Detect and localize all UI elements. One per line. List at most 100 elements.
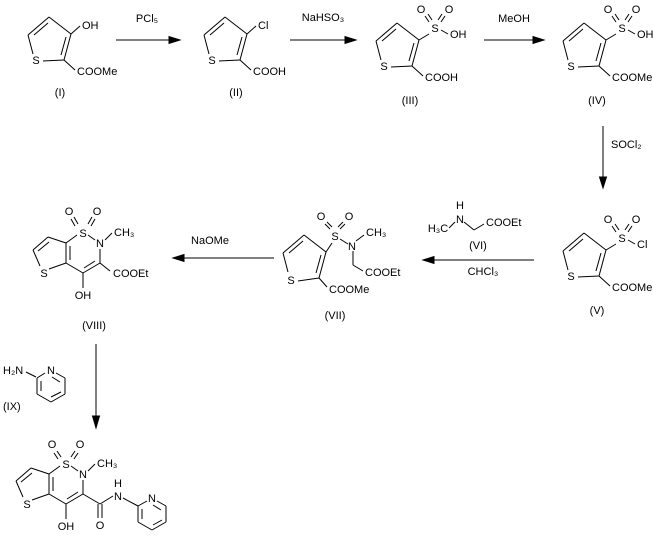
- ethyl-ester-label: COOEt: [365, 267, 400, 279]
- hydroxyl-label: OH: [58, 521, 75, 533]
- ethyl-ester-label: COOEt: [113, 268, 148, 280]
- sulfur-label: S: [380, 61, 387, 73]
- sulfonyl-sulfur-label: S: [79, 228, 86, 240]
- compound-v-label: (V): [590, 305, 605, 317]
- oxygen-label: O: [445, 4, 454, 16]
- compound-ii-structure: Cl S COOH (II): [203, 16, 286, 99]
- bonds: [282, 221, 365, 288]
- sulfonyl-sulfur-label: S: [62, 459, 69, 471]
- oxygen-label: O: [48, 439, 57, 451]
- bonds: [562, 13, 636, 77]
- reagent-step4: SOCl₂: [611, 139, 642, 151]
- compound-viii-label: (VIII): [82, 320, 106, 332]
- sulfur-label: S: [567, 61, 574, 73]
- bonds: [27, 16, 81, 71]
- compound-iv-structure: O O S OH S COOMe (IV): [562, 4, 653, 107]
- oxygen-label: O: [417, 4, 426, 16]
- compound-ix-structure: H₂N N (IX): [3, 365, 66, 413]
- arrow-step1: [116, 35, 182, 45]
- hydroxyl-label: OH: [637, 29, 653, 41]
- chloro-label: Cl: [637, 239, 647, 251]
- compound-vii-label: (VII): [325, 310, 346, 322]
- n-methyl-label: CH₃: [366, 227, 386, 239]
- sulfur-label: S: [32, 55, 39, 67]
- sulfur-label: S: [23, 499, 30, 511]
- arrowhead-left-icon: [421, 255, 435, 265]
- compound-ix-label: (IX): [3, 401, 21, 413]
- ethyl-ester-label: COOEt: [486, 217, 521, 229]
- arrow-step4: [598, 126, 608, 190]
- reagent-step2: NaHSO₃: [301, 12, 345, 24]
- bonds: [562, 223, 636, 287]
- amine-nitrogen-label: N: [456, 214, 464, 226]
- arrowhead-left-icon: [171, 253, 185, 263]
- pyridine-nitrogen-label: N: [47, 365, 55, 377]
- compound-v-structure: O O S Cl S COOMe (V): [562, 214, 652, 317]
- methyl-label: H₃C: [428, 223, 448, 235]
- oxygen-label: O: [632, 214, 641, 226]
- ester-label: COOMe: [329, 284, 369, 296]
- compound-viii-structure: O O S N CH₃ COOEt OH S (VIII): [32, 206, 148, 332]
- pyridine-nitrogen-label: N: [148, 493, 156, 505]
- oxygen-label: O: [93, 206, 102, 218]
- amine-hydrogen-label: H: [456, 200, 464, 212]
- arrow-step5: [421, 255, 534, 265]
- oxygen-label: O: [632, 4, 641, 16]
- oxygen-label: O: [345, 211, 354, 223]
- compound-i-label: (I): [55, 87, 65, 99]
- oxygen-label: O: [604, 214, 613, 226]
- arrowhead-right-icon: [344, 35, 358, 45]
- reagent-step6: NaOMe: [191, 235, 229, 247]
- compound-i-structure: OH S COOMe (I): [27, 16, 117, 99]
- nitrogen-label: N: [79, 469, 87, 481]
- arrowhead-right-icon: [532, 35, 546, 45]
- reagent-step1: PCl₅: [135, 13, 159, 25]
- amide-nitrogen-label: N: [114, 491, 122, 503]
- amide-hydrogen-label: H: [114, 478, 122, 490]
- sulfur-label: S: [40, 268, 47, 280]
- oxygen-label: O: [604, 4, 613, 16]
- acid-label: COOH: [253, 66, 286, 78]
- compound-vi-label: (VI): [469, 240, 487, 252]
- sulfonyl-sulfur-label: S: [431, 23, 438, 35]
- n-methyl-label: CH₃: [114, 227, 134, 239]
- compound-vi-structure: H₃C H N COOEt (VI): [428, 200, 522, 252]
- ester-label: COOMe: [77, 66, 117, 78]
- arrowhead-down-icon: [91, 415, 101, 430]
- chloro-label: Cl: [258, 20, 268, 32]
- arrow-step7: [91, 344, 101, 430]
- compound-ii-label: (II): [229, 87, 242, 99]
- nitrogen-label: N: [96, 238, 104, 250]
- bonds: [32, 216, 113, 288]
- sulfonyl-sulfur-label: S: [618, 23, 625, 35]
- compound-vii-structure: O O S N CH₃ COOEt S COOMe (VII): [282, 211, 400, 322]
- hydroxyl-label: OH: [75, 290, 92, 302]
- sulfur-label: S: [567, 271, 574, 283]
- bonds: [203, 16, 257, 71]
- carbonyl-oxygen-label: O: [96, 520, 105, 532]
- sulfur-label: S: [287, 275, 294, 287]
- arrow-step2: [290, 35, 358, 45]
- ester-label: COOMe: [612, 72, 652, 84]
- n-methyl-label: CH₃: [97, 458, 117, 470]
- compound-iii-label: (III): [402, 95, 419, 107]
- arrow-step3: [484, 35, 546, 45]
- hydroxyl-label: OH: [82, 20, 99, 32]
- arrowhead-down-icon: [598, 176, 608, 190]
- reagent-step5: CHCl₃: [467, 266, 499, 278]
- oxygen-label: O: [317, 211, 326, 223]
- oxygen-label: O: [76, 439, 85, 451]
- bonds: [15, 450, 167, 531]
- bonds: [448, 221, 485, 231]
- compound-iv-label: (IV): [588, 95, 606, 107]
- sulfur-label: S: [208, 55, 215, 67]
- arrowhead-right-icon: [168, 35, 182, 45]
- sulfonyl-sulfur-label: S: [331, 231, 338, 243]
- reagent-step3: MeOH: [498, 13, 530, 25]
- final-product-structure: O O S N CH₃ OH S O H N N: [15, 439, 167, 533]
- hydroxyl-label: OH: [450, 29, 467, 41]
- acid-label: COOH: [425, 72, 458, 84]
- compound-iii-structure: O O S OH S COOH (III): [375, 4, 467, 107]
- amino-label: H₂N: [3, 365, 23, 377]
